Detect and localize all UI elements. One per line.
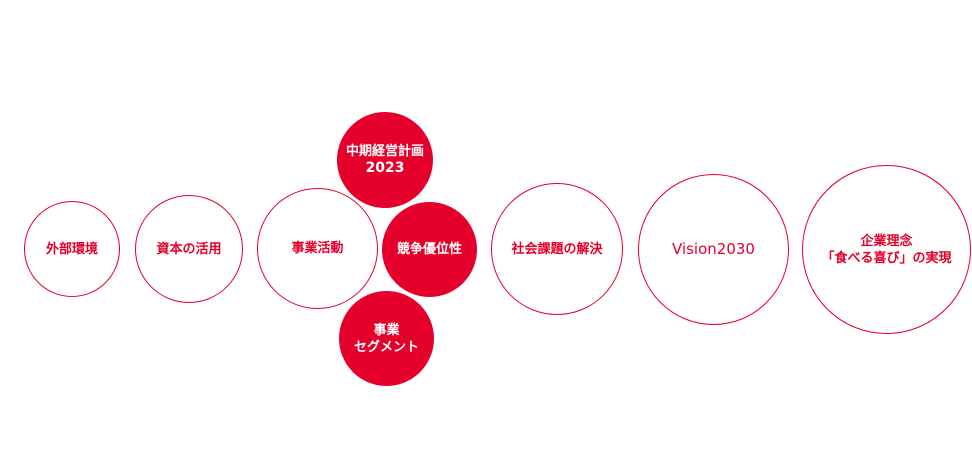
circle-external-environment: 外部環境 [24,201,120,297]
label: Vision2030 [672,240,755,258]
label: 外部環境 [45,241,98,257]
circle-business-activities: 事業活動 [257,188,378,309]
circle-competitive-advantage: 競争優位性 [382,202,477,297]
circle-social-issues: 社会課題の解決 [491,183,623,315]
label: 企業理念 [860,233,913,249]
label: 資本の活用 [156,241,222,257]
circle-business-segments: 事業セグメント [339,291,434,386]
label: 競争優位性 [396,242,462,257]
label: 2023 [365,160,405,176]
label: 社会課題の解決 [511,241,603,257]
circle-corporate-philosophy: 企業理念「食べる喜び」の実現 [802,165,971,334]
label: 中期経営計画 [345,144,424,159]
label: 事業 [373,322,400,338]
circle-capital-use: 資本の活用 [135,195,243,303]
label: 事業活動 [291,241,344,256]
label: セグメント [353,339,419,355]
label: 「食べる喜び」の実現 [821,250,952,266]
circle-vision2030: Vision2030 [638,174,789,325]
